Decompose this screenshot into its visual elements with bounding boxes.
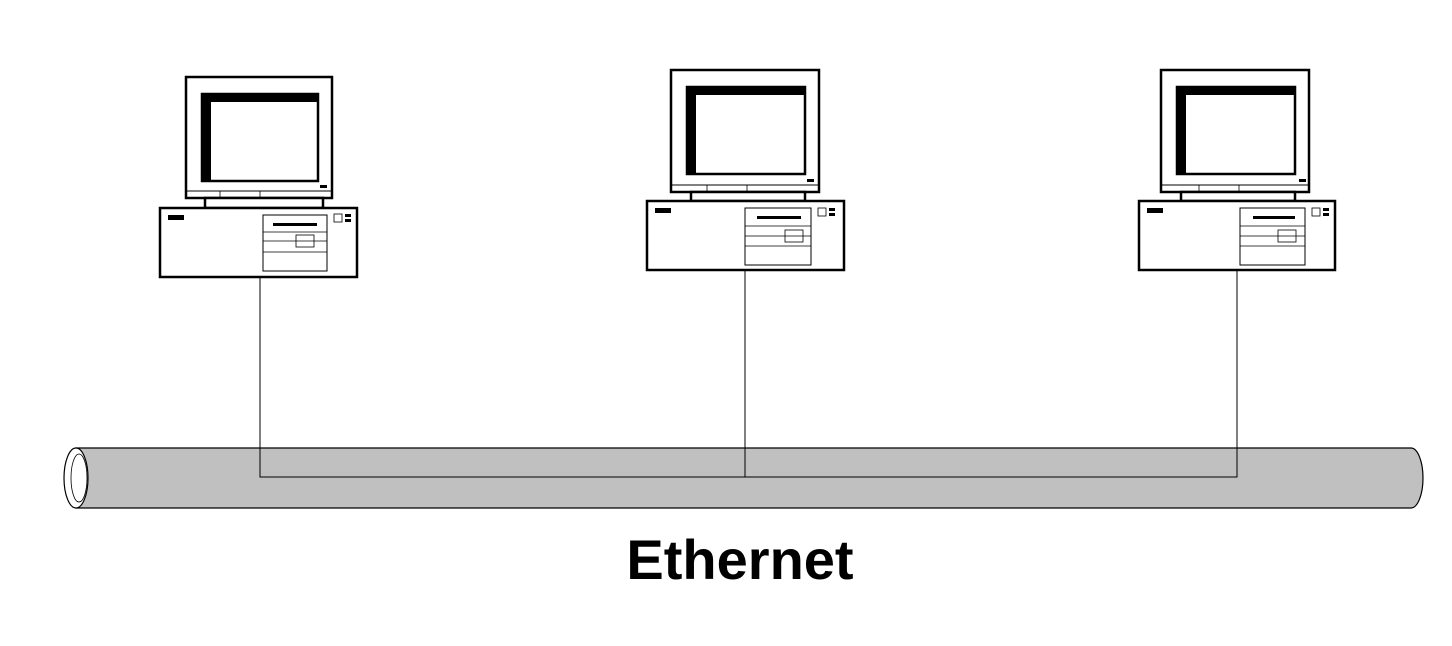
computer-2 — [645, 68, 846, 272]
desktop-computer-icon — [645, 68, 846, 272]
computer-1 — [158, 75, 359, 279]
drop-wire-1 — [259, 270, 1238, 478]
drop-wires — [259, 270, 1238, 478]
desktop-computer-icon — [1137, 68, 1337, 272]
desktop-computer-icon — [158, 75, 359, 279]
ethernet-label: Ethernet — [626, 528, 854, 591]
computer-3 — [1137, 68, 1337, 272]
ethernet-cable — [63, 447, 1424, 509]
